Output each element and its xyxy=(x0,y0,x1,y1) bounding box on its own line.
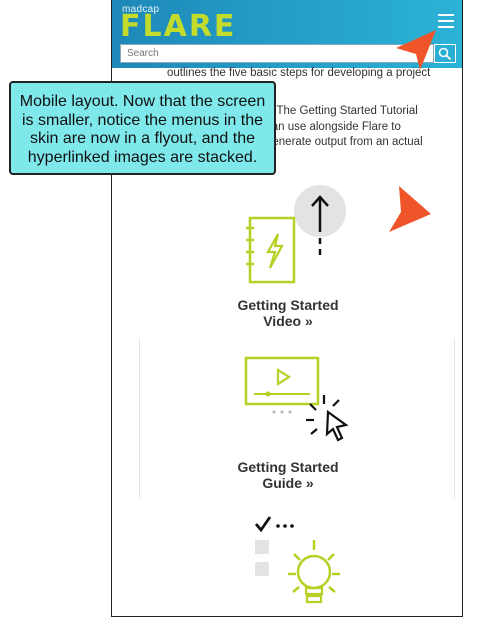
search-button[interactable] xyxy=(434,44,456,63)
divider xyxy=(454,338,455,498)
content-line: ial The Getting Started Tutorial xyxy=(262,104,418,118)
mobile-preview: madcap FLARE outlines the five basic ste… xyxy=(111,0,463,617)
getting-started-guide-link[interactable]: Getting Started Guide » xyxy=(237,459,339,491)
divider xyxy=(139,338,140,498)
annotation-callout: Mobile layout. Now that the screen is sm… xyxy=(9,81,276,175)
annotation-arrow-icon xyxy=(389,186,431,232)
getting-started-video-icon[interactable] xyxy=(242,184,352,290)
content-line: outlines the five basic steps for develo… xyxy=(167,67,431,79)
getting-started-guide-icon[interactable] xyxy=(240,352,360,448)
getting-started-video-link[interactable]: Getting Started Video » xyxy=(237,297,339,329)
hamburger-menu-icon[interactable] xyxy=(438,14,454,28)
annotation-arrow-icon xyxy=(396,30,436,70)
search-icon xyxy=(438,47,452,61)
search-input[interactable] xyxy=(120,44,434,63)
brand-madcap: madcap xyxy=(122,4,160,15)
lightbulb-checklist-icon[interactable] xyxy=(250,510,350,610)
brand-flare-logo[interactable]: FLARE xyxy=(120,9,237,44)
skin-header: madcap FLARE xyxy=(112,0,462,68)
content-line: generate output from an actual xyxy=(266,136,423,148)
content-line: can use alongside Flare to xyxy=(266,121,401,133)
